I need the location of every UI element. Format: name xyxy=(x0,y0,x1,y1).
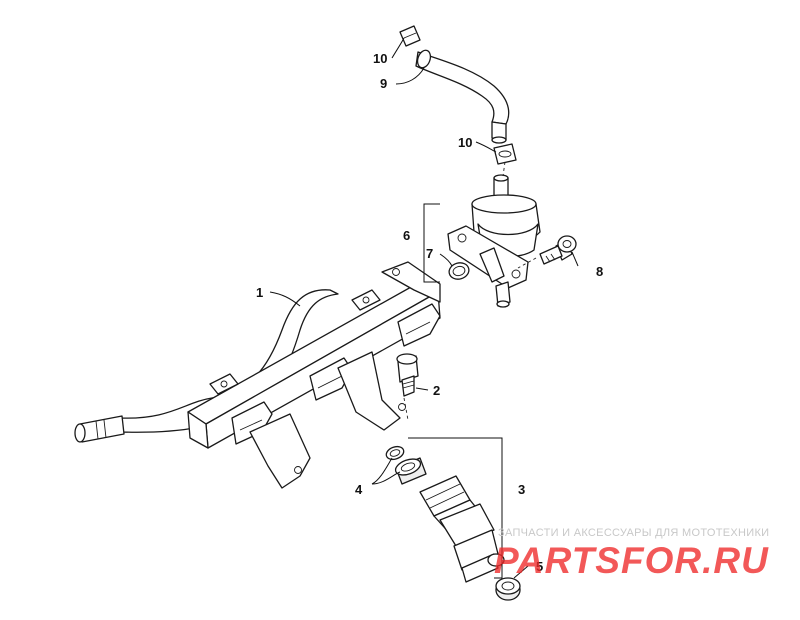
fuel-injector-part[interactable] xyxy=(419,475,505,583)
callout-5: 5 xyxy=(536,559,543,574)
callout-10-upper: 10 xyxy=(373,51,387,66)
grommet-part[interactable] xyxy=(393,456,427,485)
callout-1: 1 xyxy=(256,285,263,300)
o-ring-part-4[interactable] xyxy=(384,444,405,461)
hose-clamp-part-10-lower[interactable] xyxy=(493,143,517,165)
screw-part-8[interactable] xyxy=(539,235,577,265)
vacuum-hose-part-9[interactable] xyxy=(415,48,510,144)
bolt-part-2[interactable] xyxy=(396,353,419,397)
fuel-rail-part[interactable] xyxy=(187,261,441,489)
callout-6: 6 xyxy=(403,228,410,243)
callout-4: 4 xyxy=(355,482,363,497)
o-ring-part-7[interactable] xyxy=(447,261,470,282)
callout-3: 3 xyxy=(518,482,525,497)
watermark-caption: ЗАПЧАСТИ И АКСЕССУАРЫ ДЛЯ МОТОТЕХНИКИ xyxy=(498,527,770,539)
assembly-guide-lines xyxy=(403,161,537,421)
hose-clamp-part-10-upper[interactable] xyxy=(399,25,421,47)
callout-7: 7 xyxy=(426,246,433,261)
callout-8: 8 xyxy=(596,264,603,279)
pressure-regulator-part-6[interactable] xyxy=(447,174,541,308)
callout-10-lower: 10 xyxy=(458,135,472,150)
callout-labels: 1 2 3 4 5 6 7 8 9 10 10 xyxy=(256,51,603,574)
watermark-logo: PARTSFOR.RU xyxy=(494,540,769,581)
injector-seal-part-5[interactable] xyxy=(495,577,521,601)
callout-9: 9 xyxy=(380,76,387,91)
callout-leader-lines xyxy=(269,37,579,579)
callout-2: 2 xyxy=(433,383,440,398)
